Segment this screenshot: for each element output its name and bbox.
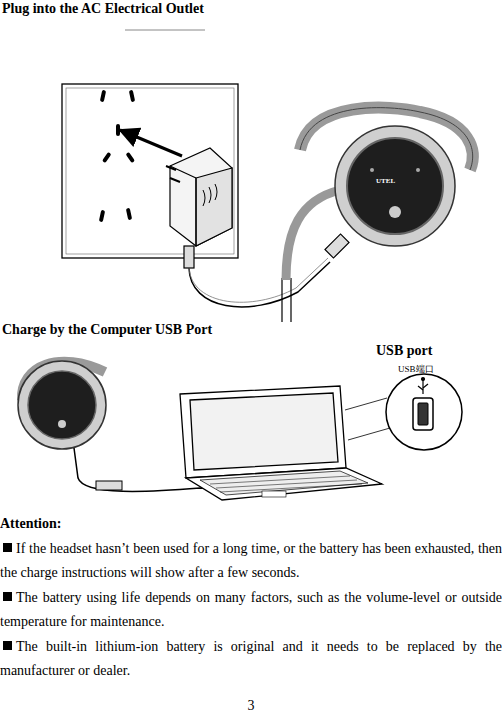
usb-port-callout [345,374,462,450]
ac-adapter [166,148,349,307]
laptop [180,386,382,500]
brand-mark: UTEL [376,177,416,186]
section-heading: Plug into the AC Electrical Outlet [2,0,402,18]
note-text: The built-in lithium-ion battery is orig… [0,635,502,683]
section-heading: Charge by the Computer USB Port [2,321,402,339]
port-label: USB port [376,342,496,360]
plug-arrow [120,130,182,156]
wall-outlet [62,30,238,258]
port-label: USB端口 [398,364,458,375]
note-heading: Attention: [0,515,200,533]
page-number: 3 [236,697,266,715]
headset [282,108,473,322]
note-text: If the headset hasn’t been used for a lo… [0,537,502,585]
note-text: The battery using life depends on many f… [0,586,502,634]
bullet-marks [3,543,12,650]
